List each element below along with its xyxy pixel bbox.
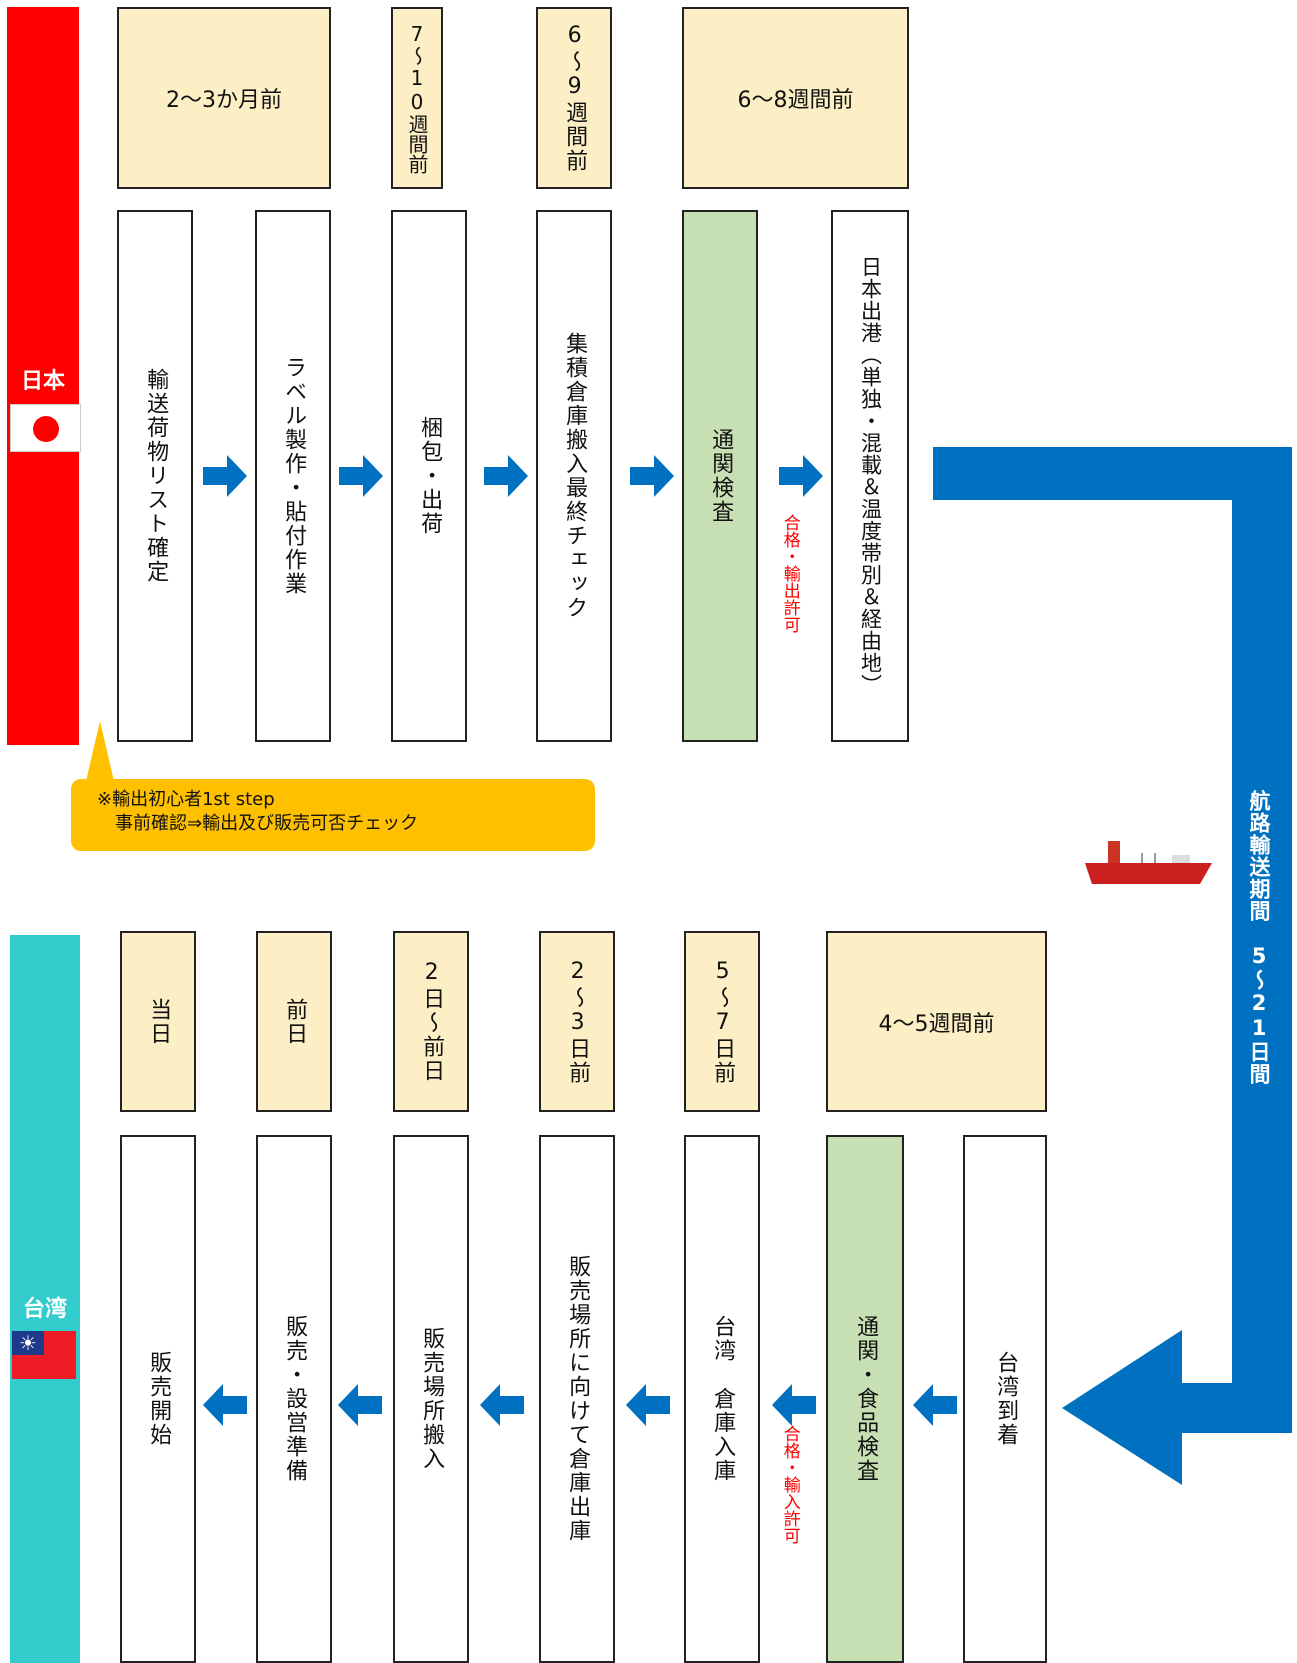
taiwan-step-4: 販売場所に向けて倉庫出庫 — [539, 1135, 615, 1663]
import-approval-text: 合格・輸入許可 — [779, 1425, 800, 1544]
route-label: 航路輸送期間 5〜21日間 — [1247, 790, 1271, 1085]
taiwan-step-arrival: 台湾到着 — [963, 1135, 1047, 1663]
route-arrow-icon — [933, 447, 1292, 1485]
callout-line-2: 事前確認⇒輸出及び販売可否チェック — [97, 813, 419, 835]
taiwan-label: 台湾 — [22, 1297, 67, 1322]
japan-step-4: 集積倉庫搬入最終チェック — [536, 210, 612, 742]
taiwan-step-2: 販売・設営準備 — [256, 1135, 332, 1663]
japan-step-3: 梱包・出荷 — [391, 210, 467, 742]
taiwan-flag-icon: ☀ — [12, 1331, 76, 1379]
taiwan-step-customs: 通関・食品検査 — [826, 1135, 904, 1663]
japan-step-departure: 日本出港（単独・混載＆温度帯別＆経由地） — [831, 210, 909, 742]
japan-step-1: 輸送荷物リスト確定 — [117, 210, 193, 742]
taiwan-time-5: 5〜7日前 — [684, 931, 760, 1112]
japan-bar — [7, 7, 79, 745]
taiwan-step-1: 販売開始 — [120, 1135, 196, 1663]
taiwan-time-2: 前日 — [256, 931, 332, 1112]
taiwan-step-3: 販売場所搬入 — [393, 1135, 469, 1663]
japan-step-2: ラベル製作・貼付作業 — [255, 210, 331, 742]
japan-time-4: 6〜8週間前 — [682, 7, 909, 189]
export-approval-text: 合格・輸出許可 — [779, 514, 800, 633]
japan-time-2: 7〜10週間前 — [391, 7, 443, 189]
taiwan-time-6: 4〜5週間前 — [826, 931, 1047, 1112]
japan-time-1: 2〜3か月前 — [117, 7, 331, 189]
beginner-callout: ※輸出初心者1st step 事前確認⇒輸出及び販売可否チェック — [71, 779, 595, 851]
taiwan-bar — [10, 935, 80, 1663]
taiwan-time-4: 2〜3日前 — [539, 931, 615, 1112]
japan-time-3: 6〜9週間前 — [536, 7, 612, 189]
japan-label: 日本 — [20, 369, 65, 394]
ship-icon — [1085, 841, 1212, 884]
taiwan-time-3: 2日〜前日 — [393, 931, 469, 1112]
japan-step-customs: 通関検査 — [682, 210, 758, 742]
japan-flag-icon — [10, 404, 81, 452]
taiwan-time-1: 当日 — [120, 931, 196, 1112]
taiwan-step-5: 台湾 倉庫入庫 — [684, 1135, 760, 1663]
callout-line-1: ※輸出初心者1st step — [97, 789, 275, 810]
